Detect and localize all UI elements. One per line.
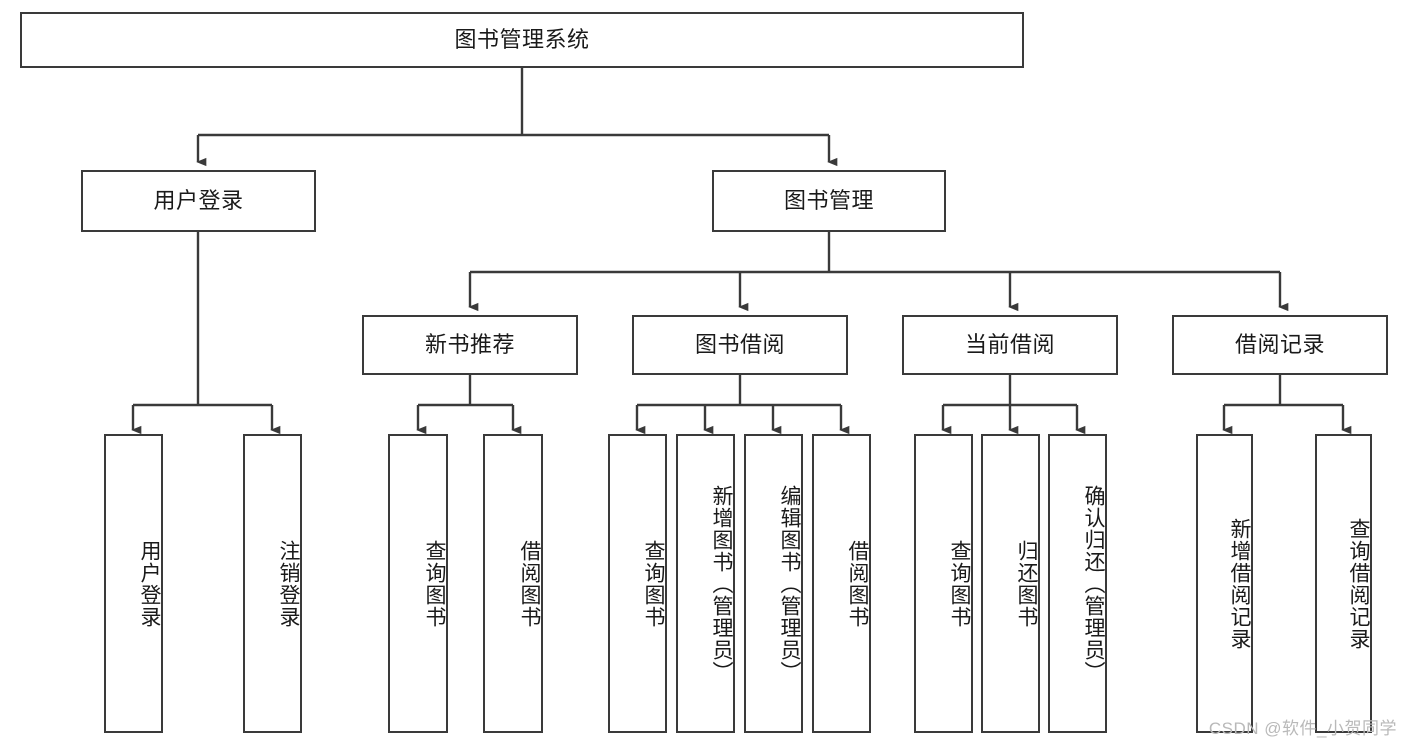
node-leaf-query-record-label: 查询借阅记录 bbox=[1347, 517, 1370, 650]
node-leaf-query-book-2[interactable]: 查询图书 bbox=[608, 434, 667, 733]
node-current-borrow-label: 当前借阅 bbox=[964, 332, 1055, 358]
node-leaf-query-book-3-label: 查询图书 bbox=[948, 539, 971, 628]
node-leaf-return-book-label: 归还图书 bbox=[1015, 539, 1038, 628]
node-current-borrow[interactable]: 当前借阅 bbox=[902, 315, 1118, 375]
node-leaf-add-record-label: 新增借阅记录 bbox=[1228, 517, 1251, 650]
node-leaf-borrow-book-2[interactable]: 借阅图书 bbox=[812, 434, 871, 733]
node-book-management-label: 图书管理 bbox=[783, 188, 874, 214]
node-root[interactable]: 图书管理系统 bbox=[20, 12, 1024, 68]
node-user-login-label: 用户登录 bbox=[153, 188, 244, 214]
node-book-borrow[interactable]: 图书借阅 bbox=[632, 315, 848, 375]
node-leaf-confirm-return-label: 确认归还（管理员） bbox=[1082, 484, 1105, 683]
node-book-management[interactable]: 图书管理 bbox=[712, 170, 946, 232]
node-user-login[interactable]: 用户登录 bbox=[81, 170, 316, 232]
node-leaf-query-book-1-label: 查询图书 bbox=[423, 539, 446, 628]
node-leaf-query-book-2-label: 查询图书 bbox=[642, 539, 665, 628]
node-leaf-add-record[interactable]: 新增借阅记录 bbox=[1196, 434, 1253, 733]
node-leaf-add-book-label: 新增图书（管理员） bbox=[710, 484, 733, 683]
csdn-watermark: CSDN @软件_小贺同学 bbox=[1208, 719, 1397, 738]
node-leaf-borrow-book-1-label: 借阅图书 bbox=[518, 539, 541, 628]
node-new-book-recommend[interactable]: 新书推荐 bbox=[362, 315, 578, 375]
node-leaf-return-book[interactable]: 归还图书 bbox=[981, 434, 1040, 733]
node-leaf-add-book[interactable]: 新增图书（管理员） bbox=[676, 434, 735, 733]
node-new-book-recommend-label: 新书推荐 bbox=[424, 332, 515, 358]
node-leaf-edit-book-label: 编辑图书（管理员） bbox=[778, 484, 801, 683]
node-leaf-logout-login[interactable]: 注销登录 bbox=[243, 434, 302, 733]
node-leaf-confirm-return[interactable]: 确认归还（管理员） bbox=[1048, 434, 1107, 733]
node-borrow-record[interactable]: 借阅记录 bbox=[1172, 315, 1388, 375]
node-leaf-user-login-label: 用户登录 bbox=[138, 539, 161, 628]
node-leaf-query-record[interactable]: 查询借阅记录 bbox=[1315, 434, 1372, 733]
node-leaf-borrow-book-2-label: 借阅图书 bbox=[846, 539, 869, 628]
node-leaf-borrow-book-1[interactable]: 借阅图书 bbox=[483, 434, 543, 733]
node-leaf-query-book-3[interactable]: 查询图书 bbox=[914, 434, 973, 733]
node-borrow-record-label: 借阅记录 bbox=[1234, 332, 1325, 358]
node-leaf-logout-login-label: 注销登录 bbox=[277, 539, 300, 628]
node-leaf-query-book-1[interactable]: 查询图书 bbox=[388, 434, 448, 733]
node-root-label: 图书管理系统 bbox=[454, 27, 590, 53]
node-leaf-user-login[interactable]: 用户登录 bbox=[104, 434, 163, 733]
node-book-borrow-label: 图书借阅 bbox=[694, 332, 785, 358]
node-leaf-edit-book[interactable]: 编辑图书（管理员） bbox=[744, 434, 803, 733]
